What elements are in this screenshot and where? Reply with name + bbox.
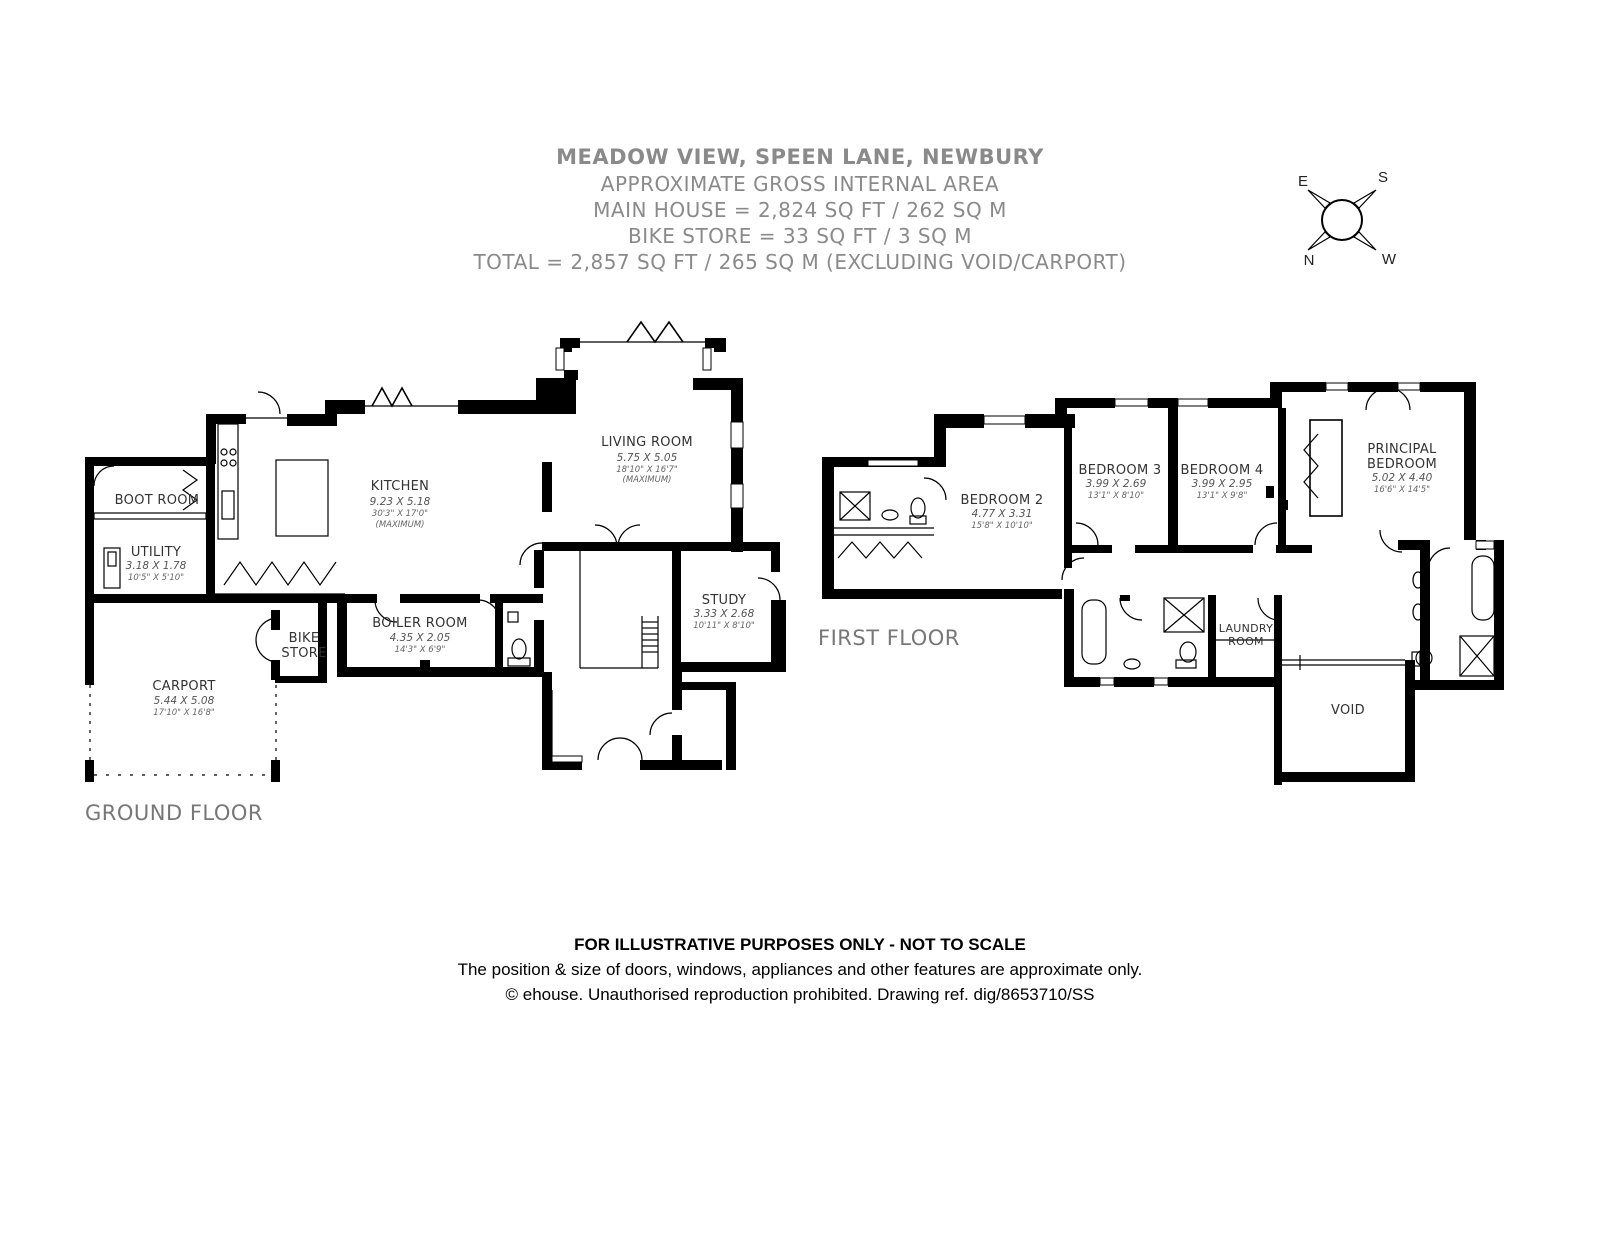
first-floor-labels: BEDROOM 2 4.77 X 3.31 15'8" X 10'10" BED… (818, 442, 1437, 718)
bedroom-3-label: BEDROOM 3 (1079, 463, 1162, 478)
study-dim: 3.33 X 2.68 (694, 608, 755, 620)
bike-store-label-2: STORE (281, 646, 326, 661)
area-heading: APPROXIMATE GROSS INTERNAL AREA (601, 172, 999, 196)
kitchen-note: (MAXIMUM) (376, 520, 425, 530)
carport-label: CARPORT (152, 679, 215, 694)
bedroom-4-imperial: 13'1" X 9'8" (1197, 491, 1248, 501)
bedroom-3-imperial: 13'1" X 8'10" (1088, 491, 1144, 501)
disclaimer-text: The position & size of doors, windows, a… (457, 960, 1143, 979)
boiler-room-label: BOILER ROOM (372, 616, 467, 631)
first-floor-title: FIRST FLOOR (818, 626, 960, 650)
utility-imperial: 10'5" X 5'10" (128, 573, 184, 583)
bedroom-2-label: BEDROOM 2 (961, 493, 1044, 508)
principal-bedroom-dim: 5.02 X 4.40 (1372, 472, 1433, 484)
boiler-room-dim: 4.35 X 2.05 (390, 632, 451, 644)
property-title: MEADOW VIEW, SPEEN LANE, NEWBURY (556, 145, 1044, 169)
compass-west: W (1382, 251, 1397, 268)
bedroom-2-dim: 4.77 X 3.31 (972, 508, 1033, 520)
living-room-note: (MAXIMUM) (623, 475, 672, 485)
living-room-dim: 5.75 X 5.05 (617, 452, 678, 464)
void-label: VOID (1331, 703, 1365, 718)
compass-east: E (1298, 173, 1308, 190)
utility-dim: 3.18 X 1.78 (126, 560, 187, 572)
boot-room-label: BOOT ROOM (115, 493, 200, 508)
ground-floor-labels: KITCHEN 9.23 X 5.18 30'3" X 17'0" (MAXIM… (85, 435, 755, 825)
ground-floor-walls (85, 338, 786, 782)
kitchen-label: KITCHEN (371, 479, 429, 494)
area-header: MEADOW VIEW, SPEEN LANE, NEWBURY APPROXI… (472, 145, 1126, 274)
bike-store-area: BIKE STORE = 33 SQ FT / 3 SQ M (628, 224, 972, 248)
bedroom-4-dim: 3.99 X 2.95 (1192, 478, 1253, 490)
utility-label: UTILITY (131, 545, 181, 560)
bedroom-3-dim: 3.99 X 2.69 (1086, 478, 1147, 490)
principal-bedroom-imperial: 16'6" X 14'5" (1374, 485, 1430, 495)
living-room-label: LIVING ROOM (601, 435, 693, 450)
laundry-label-1: LAUNDRY (1219, 622, 1273, 635)
principal-bedroom-label-2: BEDROOM (1367, 457, 1437, 472)
first-floor-fixtures (834, 382, 1495, 686)
laundry-label-2: ROOM (1228, 635, 1264, 648)
kitchen-dim: 9.23 X 5.18 (370, 496, 431, 508)
ground-floor-fixtures (89, 320, 781, 776)
study-imperial: 10'11" X 8'10" (693, 621, 755, 631)
carport-imperial: 17'10" X 16'8" (153, 708, 215, 718)
bedroom-2-imperial: 15'8" X 10'10" (971, 521, 1033, 531)
study-label: STUDY (702, 593, 746, 608)
copyright-text: © ehouse. Unauthorised reproduction proh… (505, 985, 1095, 1004)
kitchen-imperial: 30'3" X 17'0" (372, 509, 428, 519)
bedroom-4-label: BEDROOM 4 (1181, 463, 1264, 478)
compass-icon: E S N W (1298, 169, 1397, 269)
living-room-imperial: 18'10" X 16'7" (616, 465, 678, 475)
disclaimer-heading: FOR ILLUSTRATIVE PURPOSES ONLY - NOT TO … (574, 935, 1026, 954)
total-area: TOTAL = 2,857 SQ FT / 265 SQ M (EXCLUDIN… (472, 250, 1126, 274)
carport-dim: 5.44 X 5.08 (154, 695, 215, 707)
boiler-room-imperial: 14'3" X 6'9" (395, 645, 446, 655)
main-house-area: MAIN HOUSE = 2,824 SQ FT / 262 SQ M (593, 198, 1007, 222)
bike-store-label-1: BIKE (289, 631, 320, 646)
disclaimer-footer: FOR ILLUSTRATIVE PURPOSES ONLY - NOT TO … (0, 932, 1600, 1007)
compass-north: N (1304, 252, 1315, 269)
principal-bedroom-label-1: PRINCIPAL (1367, 442, 1437, 457)
compass-south: S (1378, 169, 1388, 186)
ground-floor-title: GROUND FLOOR (85, 801, 263, 825)
